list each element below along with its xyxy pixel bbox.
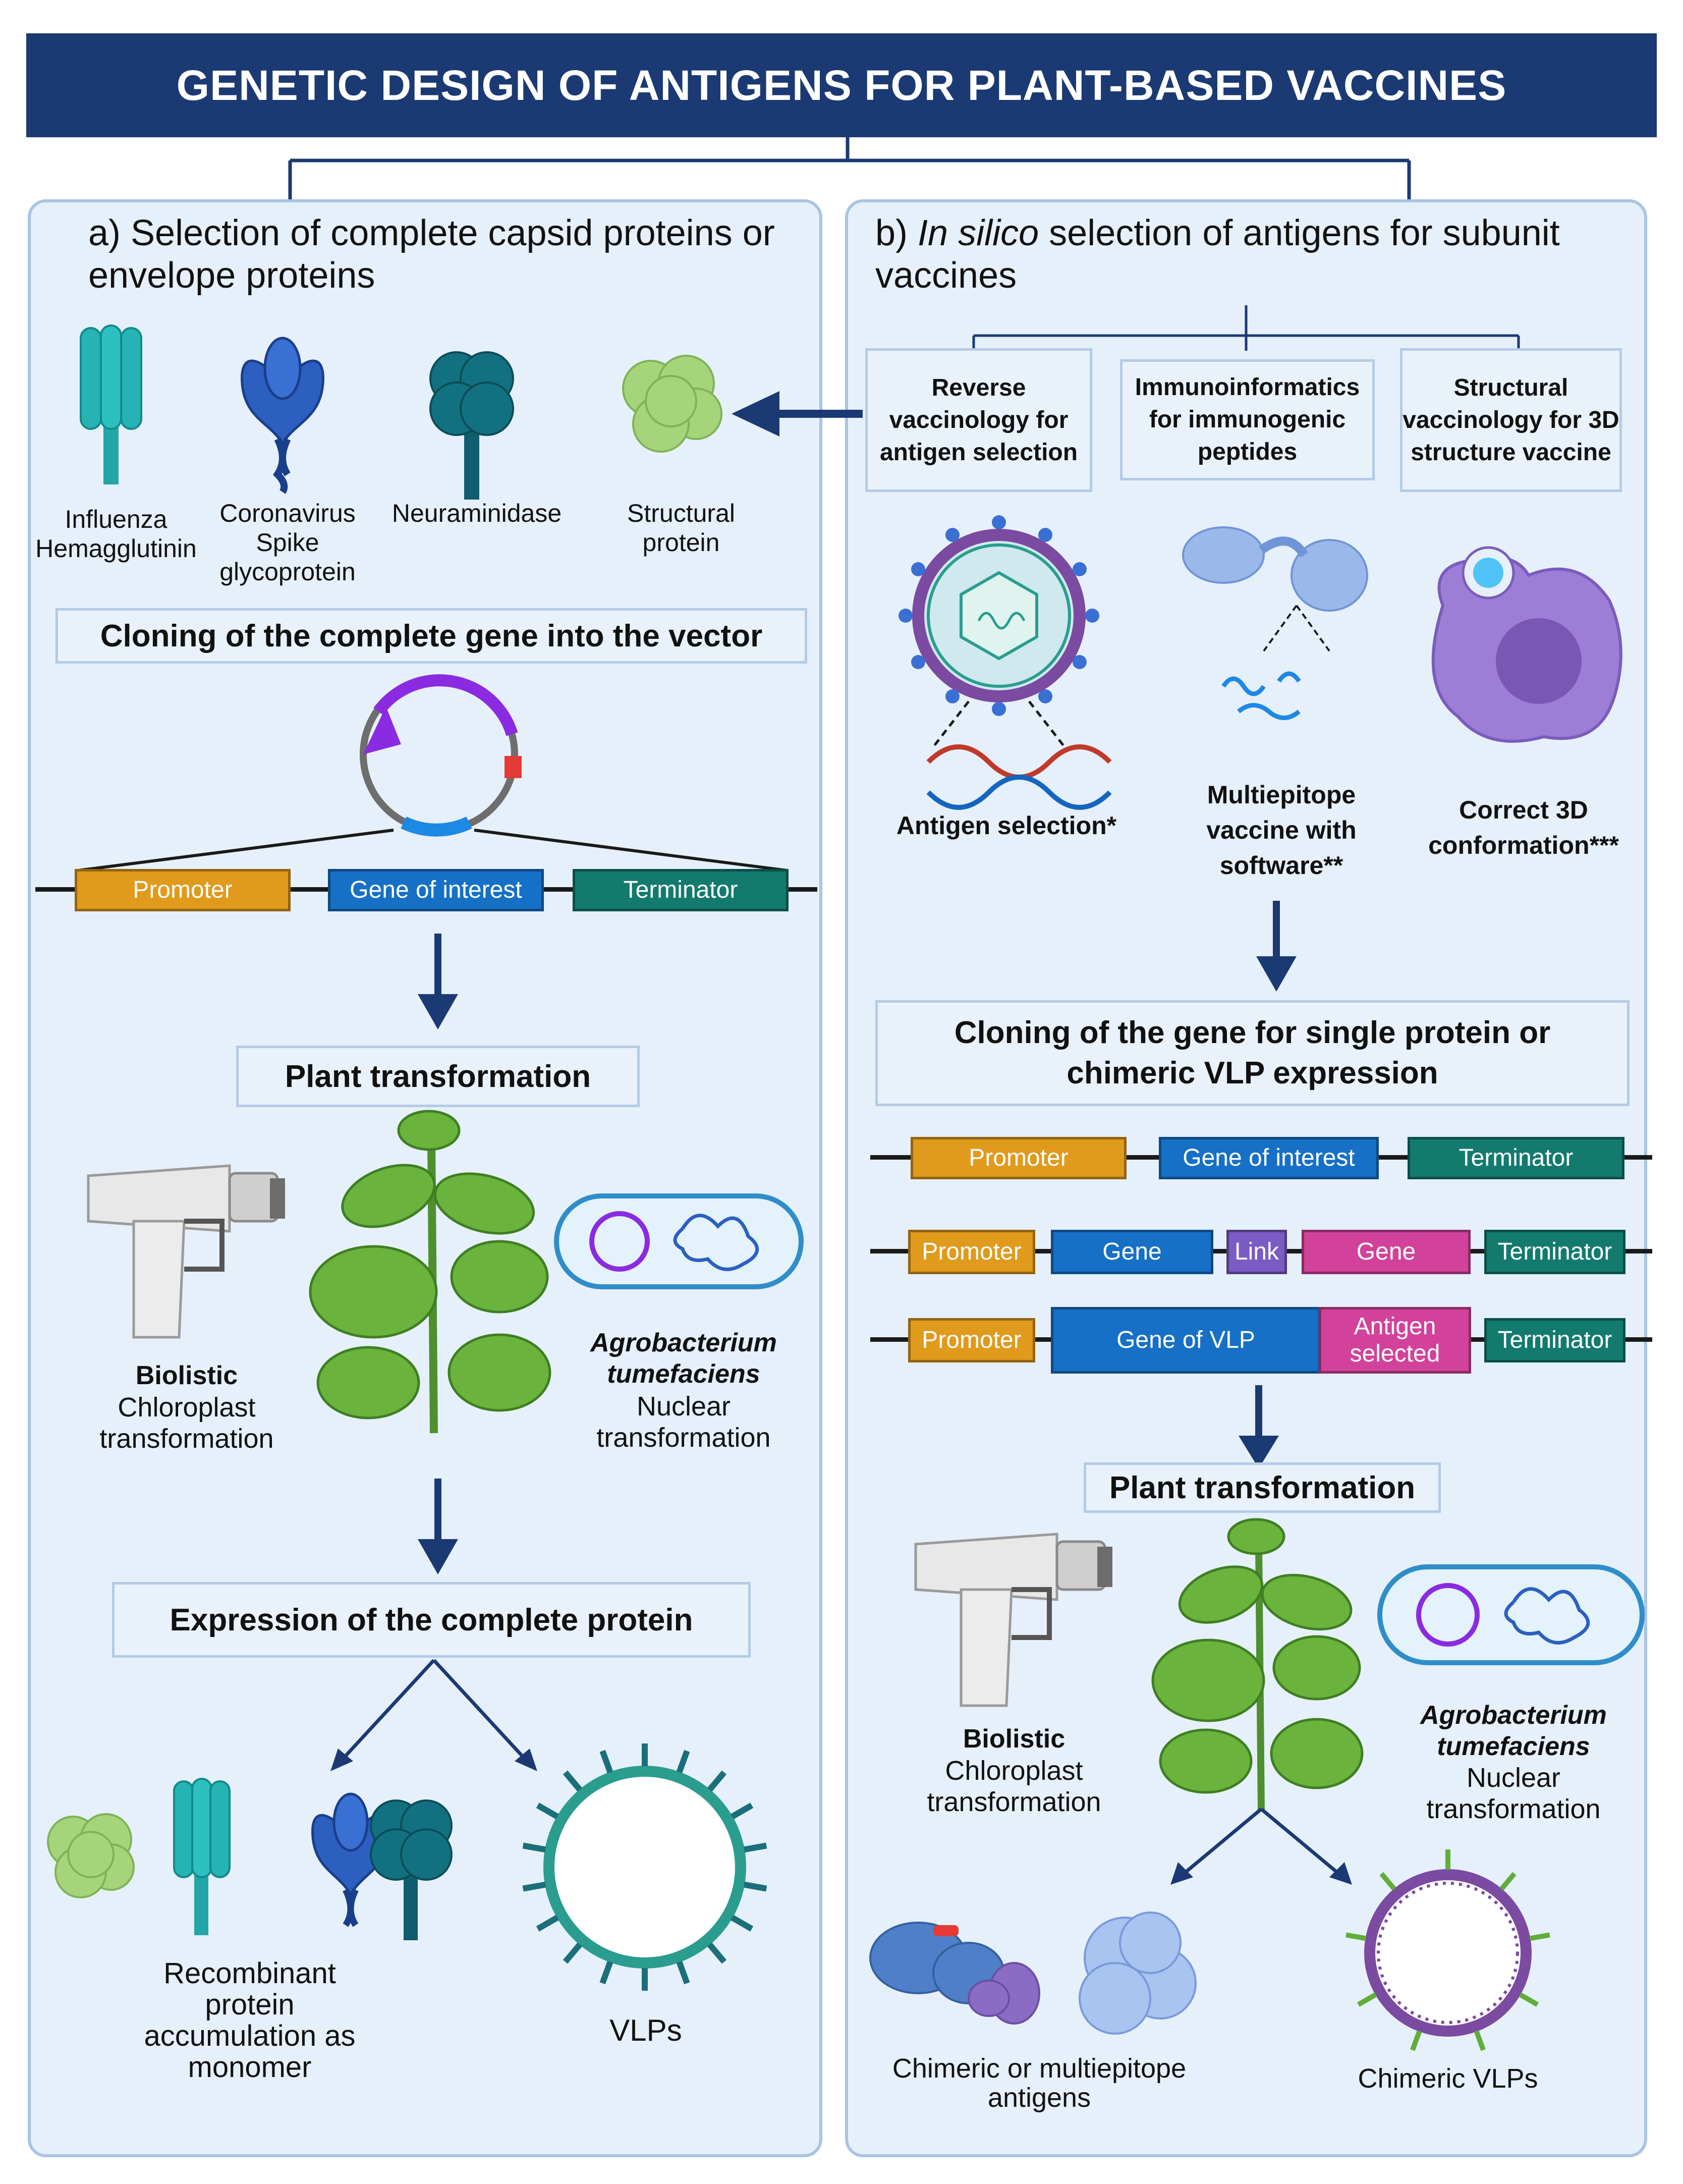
page-title: GENETIC DESIGN OF ANTIGENS FOR PLANT-BAS… — [26, 33, 1657, 137]
virus-icon — [899, 515, 1112, 810]
arrow-down-icon — [418, 934, 458, 1029]
cloning-box-left: Cloning of the complete gene into the ve… — [55, 608, 807, 664]
arrow-down-icon — [1256, 901, 1297, 992]
plant-icon — [309, 1110, 551, 1434]
gene-of-interest-block: Gene of interest — [1159, 1137, 1379, 1179]
plant-transformation-box-right: Plant transformation — [1084, 1462, 1441, 1513]
agrobacterium-icon — [554, 1193, 804, 1289]
cloning-box-right: Cloning of the gene for single protein o… — [875, 1000, 1630, 1106]
spike-protein-icon — [311, 1792, 390, 1927]
neuraminidase-icon — [429, 351, 514, 500]
biolistic-title-left: Biolistic — [135, 1361, 238, 1390]
antigen-selected-block: Antigen selected — [1319, 1307, 1471, 1374]
gene-of-interest-block: Gene of interest — [328, 869, 544, 911]
hemagglutinin-icon — [173, 1778, 231, 1935]
biolistic-sub-right: Chloroplast transformation — [927, 1756, 1101, 1817]
promoter-block: Promoter — [911, 1137, 1127, 1179]
protein-label-neuraminidase: Neuraminidase — [391, 499, 562, 527]
method-box-structural: Structural vaccinology for 3D structure … — [1400, 348, 1622, 492]
method-box-reverse: Reverse vaccinology for antigen selectio… — [865, 348, 1092, 492]
arrow-down-icon — [418, 1479, 458, 1574]
protein-label-hemagglutinin: Influenza Hemagglutinin — [35, 505, 197, 563]
gene-gun-icon — [87, 1164, 285, 1339]
left-panel-heading: a) Selection of complete capsid proteins… — [88, 213, 775, 296]
split-arrows — [330, 1659, 537, 1771]
structural-protein-icon — [622, 355, 722, 453]
promoter-block: Promoter — [908, 1318, 1035, 1362]
gene-block-2: Gene — [1302, 1230, 1471, 1274]
agro-sub-left: Nuclear transformation — [596, 1391, 771, 1453]
terminator-block: Terminator — [1484, 1230, 1625, 1274]
split-arrows — [1170, 1808, 1352, 1885]
hemagglutinin-icon — [80, 324, 142, 484]
methods-connector — [972, 305, 1520, 351]
link-block: Link — [1226, 1230, 1287, 1274]
agro-title-right: Agrobacterium tumefaciens — [1420, 1701, 1607, 1761]
outcome-antigen-selection: Antigen selection* — [896, 811, 1117, 840]
right-panel-heading: b) In silico selection of antigens for s… — [875, 212, 1622, 297]
promoter-block: Promoter — [75, 869, 291, 911]
plant-transformation-box-left: Plant transformation — [236, 1046, 640, 1107]
terminator-block: Terminator — [1484, 1318, 1625, 1362]
cell-icon — [1431, 546, 1622, 743]
expression-box: Expression of the complete protein — [112, 1582, 751, 1658]
right-heading-italic: In silico — [918, 213, 1039, 253]
recombinant-label: Recombinant protein accumulation as mono… — [144, 1957, 356, 2084]
chimeric-antigen-icon — [869, 1912, 1197, 2035]
chimeric-vlps-label: Chimeric VLPs — [1358, 2063, 1538, 2094]
protein-domain-icon — [1182, 526, 1368, 720]
vlp-icon — [522, 1743, 767, 1991]
biolistic-sub-left: Chloroplast transformation — [99, 1392, 274, 1454]
structural-protein-icon — [47, 1813, 135, 1898]
right-heading-rest: selection of antigens for subunit vaccin… — [875, 213, 1560, 296]
chimeric-antigens-label: Chimeric or multiepitope antigens — [892, 2053, 1187, 2113]
chimeric-vlp-icon — [1345, 1849, 1550, 2051]
terminator-block: Terminator — [1408, 1137, 1624, 1179]
plasmid-icon — [360, 674, 522, 837]
gene-block-1: Gene — [1051, 1230, 1213, 1274]
agro-title-left: Agrobacterium tumefaciens — [590, 1328, 777, 1389]
vlp-label: VLPs — [609, 2013, 682, 2047]
plant-icon — [1151, 1518, 1364, 1812]
gene-gun-icon — [914, 1533, 1112, 1707]
plasmid-expansion-lines — [78, 829, 788, 872]
terminator-block: Terminator — [573, 869, 789, 911]
arrow-down-icon — [1239, 1385, 1279, 1468]
gene-of-vlp-block: Gene of VLP — [1051, 1307, 1321, 1374]
protein-label-structural: Structural protein — [627, 499, 735, 557]
outcome-multiepitope: Multiepitope vaccine with software** — [1206, 781, 1357, 880]
agro-sub-right: Nuclear transformation — [1426, 1763, 1601, 1824]
method-box-immuno: Immunoinformatics for immunogenic peptid… — [1120, 359, 1375, 480]
arrow-left-icon — [732, 391, 863, 436]
spike-protein-icon — [241, 337, 324, 494]
promoter-block: Promoter — [908, 1230, 1035, 1274]
biolistic-title-right: Biolistic — [963, 1724, 1065, 1754]
agrobacterium-icon — [1377, 1564, 1645, 1665]
right-heading-prefix: b) — [875, 213, 908, 253]
outcome-3d-conformation: Correct 3D conformation*** — [1428, 796, 1619, 859]
protein-label-spike: Coronavirus Spike glycoprotein — [219, 499, 356, 586]
neuraminidase-icon — [370, 1799, 453, 1940]
